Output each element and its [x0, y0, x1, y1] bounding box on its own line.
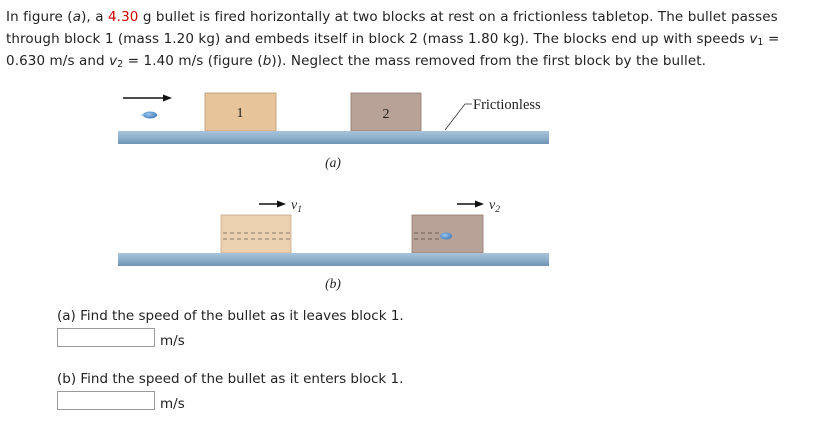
- v1-label: v1: [291, 198, 302, 215]
- frictionless-leader: [444, 103, 472, 131]
- v2-arrow: [457, 200, 484, 208]
- caption-b: (b): [325, 276, 341, 291]
- unit-label-b: m/s: [160, 396, 185, 412]
- v-symbol: v: [109, 53, 118, 69]
- bullet: [141, 111, 157, 119]
- figure-b: v1 v2 (b): [118, 198, 549, 291]
- block-2: [350, 92, 422, 132]
- question-a-prompt: (a) Find the speed of the bullet as it l…: [57, 308, 404, 324]
- block-2-label: 2: [383, 107, 390, 122]
- problem-text: b: [262, 53, 272, 69]
- bullet-mass-value: 4.30: [107, 9, 139, 25]
- frictionless-label: Frictionless: [473, 97, 541, 113]
- embedded-bullet: [440, 232, 452, 240]
- tabletop-a: [118, 131, 549, 144]
- problem-statement: In figure (a), a 4.30 g bullet is fired …: [6, 6, 821, 72]
- answer-row-b: m/s: [57, 391, 185, 412]
- v2-label: v2: [489, 198, 500, 215]
- problem-text: = 1.40 m/s (figure (: [123, 53, 263, 69]
- question-b-prompt: (b) Find the speed of the bullet as it e…: [57, 371, 404, 387]
- unit-label-a: m/s: [160, 333, 185, 349]
- tabletop-b: [118, 253, 549, 266]
- v-symbol: v: [749, 31, 758, 47]
- problem-text: In figure (: [6, 9, 73, 25]
- problem-text: g bullet is fired horizontally at two bl…: [6, 9, 778, 47]
- block-1-label: 1: [237, 106, 244, 121]
- v-subscript: 2: [117, 59, 124, 70]
- problem-text: a: [72, 9, 82, 25]
- problem-text: )). Neglect the mass removed from the fi…: [271, 53, 707, 69]
- answer-input-b[interactable]: [57, 391, 155, 410]
- block-2-moved: [411, 214, 484, 254]
- answer-input-a[interactable]: [57, 328, 155, 347]
- bullet-arrow-a: [123, 94, 172, 102]
- v1-arrow: [259, 200, 286, 208]
- problem-text: = 0.630 m/s and: [6, 31, 780, 69]
- v-subscript: 1: [757, 37, 764, 48]
- figure-a: 1 2 Frictionless (a): [118, 92, 549, 170]
- problem-text: ), a: [81, 9, 108, 25]
- caption-a: (a): [325, 155, 341, 170]
- answer-row-a: m/s: [57, 328, 185, 349]
- block-1-moved: [220, 214, 292, 254]
